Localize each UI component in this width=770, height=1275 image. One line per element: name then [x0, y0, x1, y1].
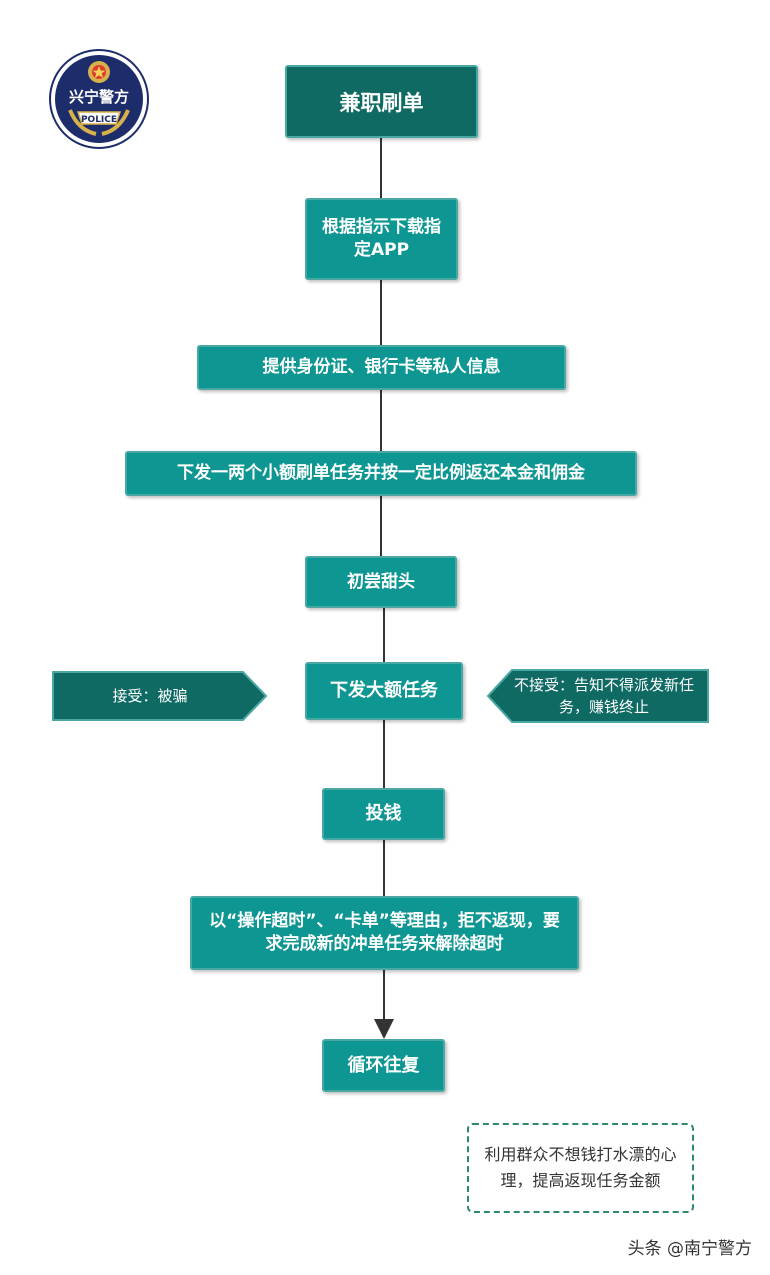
step-first-taste-text: 初尝甜头	[347, 571, 415, 592]
step-invest: 投钱	[322, 788, 445, 840]
reject-arrow-shape	[486, 669, 709, 723]
police-logo: 兴宁警方 POLICE	[49, 49, 149, 149]
accept-arrow-shape	[52, 671, 268, 721]
step-download-app-text: 根据指示下载指定APP	[322, 217, 441, 260]
note-box: 利用群众不想钱打水漂的心理，提高返现任务金额	[467, 1123, 694, 1213]
accept-label: 接受：被骗	[112, 687, 188, 705]
step-refuse-refund: 以“操作超时”、“卡单”等理由，拒不返现，要求完成新的冲单任务来解除超时	[190, 896, 579, 970]
flow-title-box: 兼职刷单	[285, 65, 478, 138]
badge-ribbon	[76, 111, 122, 125]
step-large-task-text: 下发大额任务	[330, 680, 438, 701]
step-large-task: 下发大额任务	[305, 662, 463, 720]
step-download-app: 根据指示下载指定APP	[305, 198, 458, 280]
step-personal-info: 提供身份证、银行卡等私人信息	[197, 345, 566, 390]
watermark: 头条 @南宁警方	[627, 1239, 752, 1259]
logo-text: 兴宁警方	[69, 88, 129, 106]
step-first-taste: 初尝甜头	[305, 556, 457, 608]
step-repeat-text: 循环往复	[347, 1054, 420, 1076]
note-text: 利用群众不想钱打水漂的心理，提高返现任务金额	[484, 1145, 677, 1190]
reject-label: 不接受：告知不得派发新任务，赚钱终止	[513, 676, 694, 716]
logo-badge-text: POLICE	[81, 115, 117, 125]
step-personal-info-text: 提供身份证、银行卡等私人信息	[262, 357, 501, 377]
step-small-tasks-text: 下发一两个小额刷单任务并按一定比例返还本金和佣金	[177, 463, 585, 483]
step-invest-text: 投钱	[365, 803, 402, 824]
laurel-right-icon	[101, 109, 130, 136]
step-refuse-refund-text: 以“操作超时”、“卡单”等理由，拒不返现，要求完成新的冲单任务来解除超时	[209, 911, 560, 954]
step-repeat: 循环往复	[322, 1039, 445, 1092]
flow-title: 兼职刷单	[339, 90, 424, 115]
step-small-tasks: 下发一两个小额刷单任务并按一定比例返还本金和佣金	[125, 451, 637, 496]
star-icon	[92, 66, 106, 78]
laurel-left-icon	[68, 109, 97, 136]
